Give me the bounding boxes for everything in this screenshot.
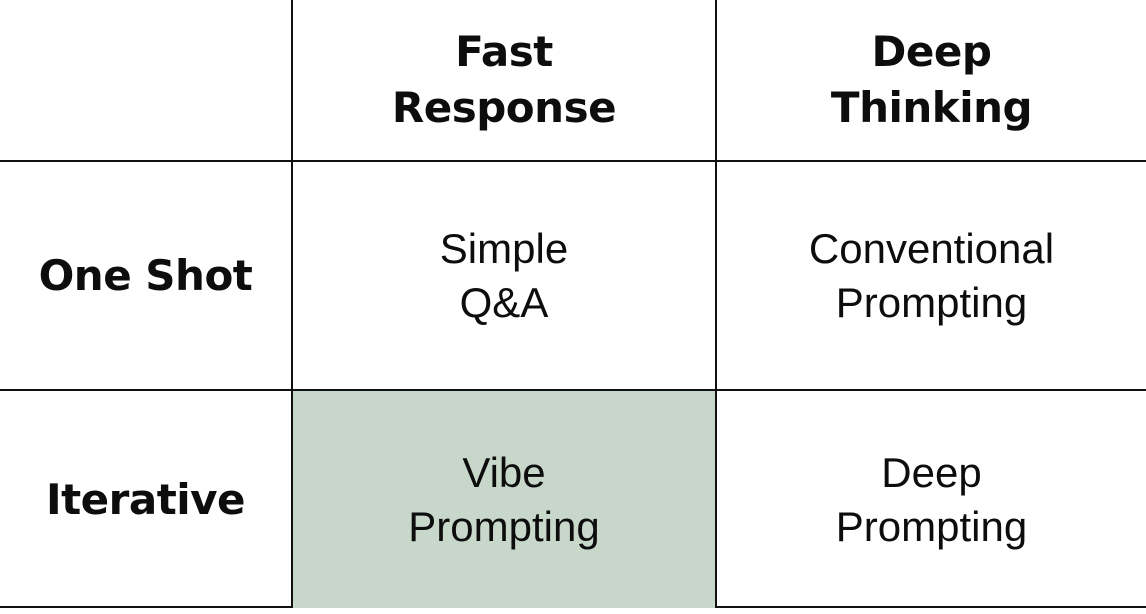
column-header-deep-thinking: Deep Thinking	[715, 0, 1146, 160]
cell-text: Vibe Prompting	[408, 446, 599, 554]
cell-text: Conventional Prompting	[809, 222, 1054, 330]
cell-vibe-prompting: Vibe Prompting	[291, 389, 715, 608]
cell-deep-prompting: Deep Prompting	[715, 389, 1146, 608]
row-header-text: Iterative	[45, 474, 246, 524]
column-header-fast-response: Fast Response	[291, 0, 715, 160]
cell-line: Prompting	[408, 502, 600, 550]
header-line: Deep	[871, 27, 992, 76]
cell-line: Simple	[439, 224, 569, 272]
cell-text: Simple Q&A	[440, 222, 568, 330]
cell-line: Deep	[881, 448, 982, 496]
header-line: Response	[391, 83, 617, 132]
cell-simple-qa: Simple Q&A	[291, 160, 715, 389]
cell-line: Prompting	[835, 502, 1028, 550]
cell-text: Deep Prompting	[836, 446, 1027, 554]
header-line: Thinking	[830, 83, 1033, 132]
cell-line: Prompting	[835, 278, 1028, 326]
row-header-one-shot: One Shot	[0, 160, 291, 389]
cell-conventional-prompting: Conventional Prompting	[715, 160, 1146, 389]
column-header-text: Deep Thinking	[830, 24, 1033, 136]
header-line: Fast	[455, 27, 553, 76]
cell-line: Conventional	[808, 224, 1055, 272]
row-header-iterative: Iterative	[0, 389, 291, 608]
row-header-text: One Shot	[38, 250, 253, 300]
column-header-text: Fast Response	[391, 24, 617, 136]
corner-cell	[0, 0, 291, 160]
cell-line: Q&A	[459, 278, 549, 326]
cell-line: Vibe	[462, 448, 546, 496]
